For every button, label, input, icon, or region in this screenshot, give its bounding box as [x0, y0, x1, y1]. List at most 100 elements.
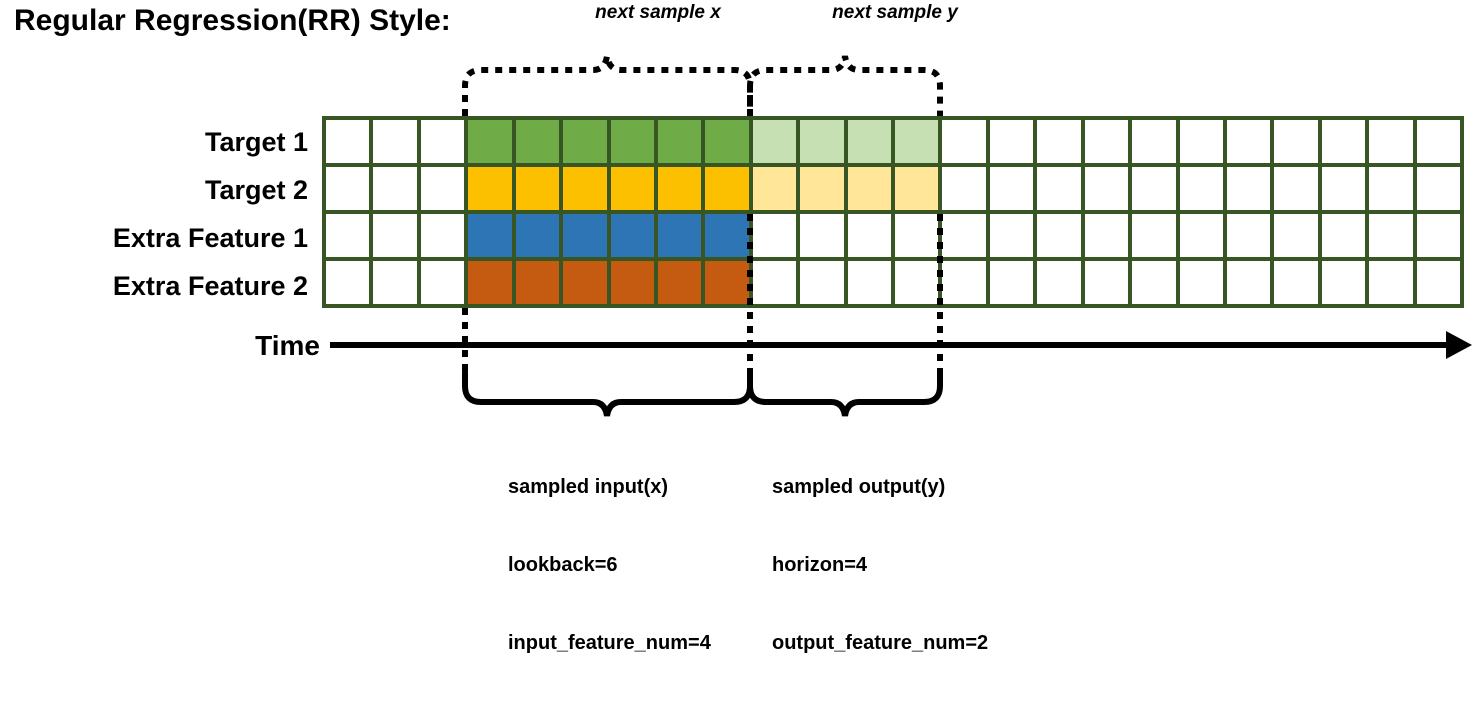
- grid-cell: [373, 120, 417, 163]
- grid-cell: [1416, 120, 1460, 163]
- grid-cell: [1084, 120, 1129, 163]
- grid-cell: [563, 261, 607, 304]
- grid-cell: [326, 120, 370, 163]
- grid-cell: [1416, 167, 1460, 210]
- grid-cell: [800, 214, 844, 257]
- grid-cell: [563, 120, 607, 163]
- time-axis-label: Time: [255, 330, 320, 361]
- grid-cell: [1226, 120, 1271, 163]
- grid-cell: [1226, 214, 1271, 257]
- grid-cell: [1226, 261, 1271, 304]
- output-annotation-line-1: sampled output(y): [772, 476, 946, 498]
- input-annotation-line-2: lookback=6: [508, 554, 618, 576]
- grid-cell: [515, 167, 560, 210]
- grid-cell: [847, 120, 891, 163]
- grid-cell: [705, 167, 749, 210]
- grid-cell: [942, 167, 986, 210]
- grid-cell: [1037, 120, 1081, 163]
- grid-cell: [752, 120, 797, 163]
- grid-cell: [563, 167, 607, 210]
- input-annotation-line-1: sampled input(x): [508, 476, 669, 498]
- grid-cell: [989, 120, 1034, 163]
- grid-cell: [1084, 167, 1129, 210]
- time-axis-arrowhead: [1446, 331, 1472, 359]
- grid-cell: [1321, 261, 1366, 304]
- grid-cell: [373, 261, 417, 304]
- grid-cell: [563, 214, 607, 257]
- grid-cell: [1132, 214, 1176, 257]
- grid-cell: [895, 120, 939, 163]
- grid-cell: [705, 261, 749, 304]
- grid-cell: [942, 120, 986, 163]
- grid-cell: [1132, 261, 1176, 304]
- grid-cell: [515, 261, 560, 304]
- grid-cell: [1369, 214, 1413, 257]
- grid-cell: [1084, 214, 1129, 257]
- grid-cell: [420, 167, 465, 210]
- diagram-canvas: Regular Regression(RR) Style: next sampl…: [14, 2, 1472, 654]
- grid-cell: [610, 120, 654, 163]
- grid-cell: [1274, 167, 1318, 210]
- next-sample-y-label: next sample y: [832, 2, 958, 23]
- grid-cell: [1179, 261, 1223, 304]
- grid-cell: [942, 214, 986, 257]
- time-axis-line: [330, 342, 1458, 348]
- grid-cell: [895, 167, 939, 210]
- grid-cell: [800, 261, 844, 304]
- grid-cell: [326, 214, 370, 257]
- grid-cell: [1037, 167, 1081, 210]
- grid-cell: [515, 120, 560, 163]
- output-annotation: sampled output(y) horizon=4 output_featu…: [772, 422, 988, 708]
- grid-cell: [1226, 167, 1271, 210]
- grid-cell: [705, 214, 749, 257]
- grid-cell: [420, 120, 465, 163]
- grid-cell: [942, 261, 986, 304]
- grid-cell: [847, 261, 891, 304]
- grid-cell: [989, 167, 1034, 210]
- input-annotation-line-3: input_feature_num=4: [508, 632, 711, 654]
- next-sample-x-label: next sample x: [595, 2, 721, 23]
- row-label-target-1: Target 1: [204, 127, 308, 157]
- grid-cell: [1369, 120, 1413, 163]
- grid-cell: [752, 167, 797, 210]
- grid-cell: [515, 214, 560, 257]
- grid-cell: [657, 214, 702, 257]
- grid-cell: [468, 167, 512, 210]
- grid-cell: [847, 214, 891, 257]
- output-annotation-line-3: output_feature_num=2: [772, 632, 989, 654]
- grid-cell: [610, 214, 654, 257]
- grid-cell: [989, 261, 1034, 304]
- grid-cell: [657, 261, 702, 304]
- grid-cell: [468, 120, 512, 163]
- grid-cell: [705, 120, 749, 163]
- timeseries-grid: [322, 116, 1464, 308]
- grid-cell: [610, 167, 654, 210]
- grid-cell: [1274, 120, 1318, 163]
- grid-cell: [1132, 167, 1176, 210]
- grid-cell: [1369, 261, 1413, 304]
- grid-cell: [1179, 167, 1223, 210]
- grid-cell: [1132, 120, 1176, 163]
- grid-cell: [420, 214, 465, 257]
- grid-cell: [1037, 214, 1081, 257]
- grid-cell: [468, 261, 512, 304]
- grid-cell: [1369, 167, 1413, 210]
- output-annotation-line-2: horizon=4: [772, 554, 868, 576]
- grid-cell: [610, 261, 654, 304]
- grid-cell: [1416, 261, 1460, 304]
- grid-cell: [1274, 214, 1318, 257]
- row-label-extra-feature-2: Extra Feature 2: [112, 271, 308, 301]
- grid-cell: [373, 214, 417, 257]
- grid-cell: [326, 167, 370, 210]
- grid-cell: [373, 167, 417, 210]
- grid-cell: [326, 261, 370, 304]
- grid-cell: [657, 167, 702, 210]
- grid-cell: [1037, 261, 1081, 304]
- page-title: Regular Regression(RR) Style:: [14, 4, 451, 37]
- grid-cell: [657, 120, 702, 163]
- row-label-target-2: Target 2: [204, 175, 308, 205]
- grid-cell: [989, 214, 1034, 257]
- grid-cell: [800, 167, 844, 210]
- grid-cell: [1179, 120, 1223, 163]
- grid-cell: [752, 214, 797, 257]
